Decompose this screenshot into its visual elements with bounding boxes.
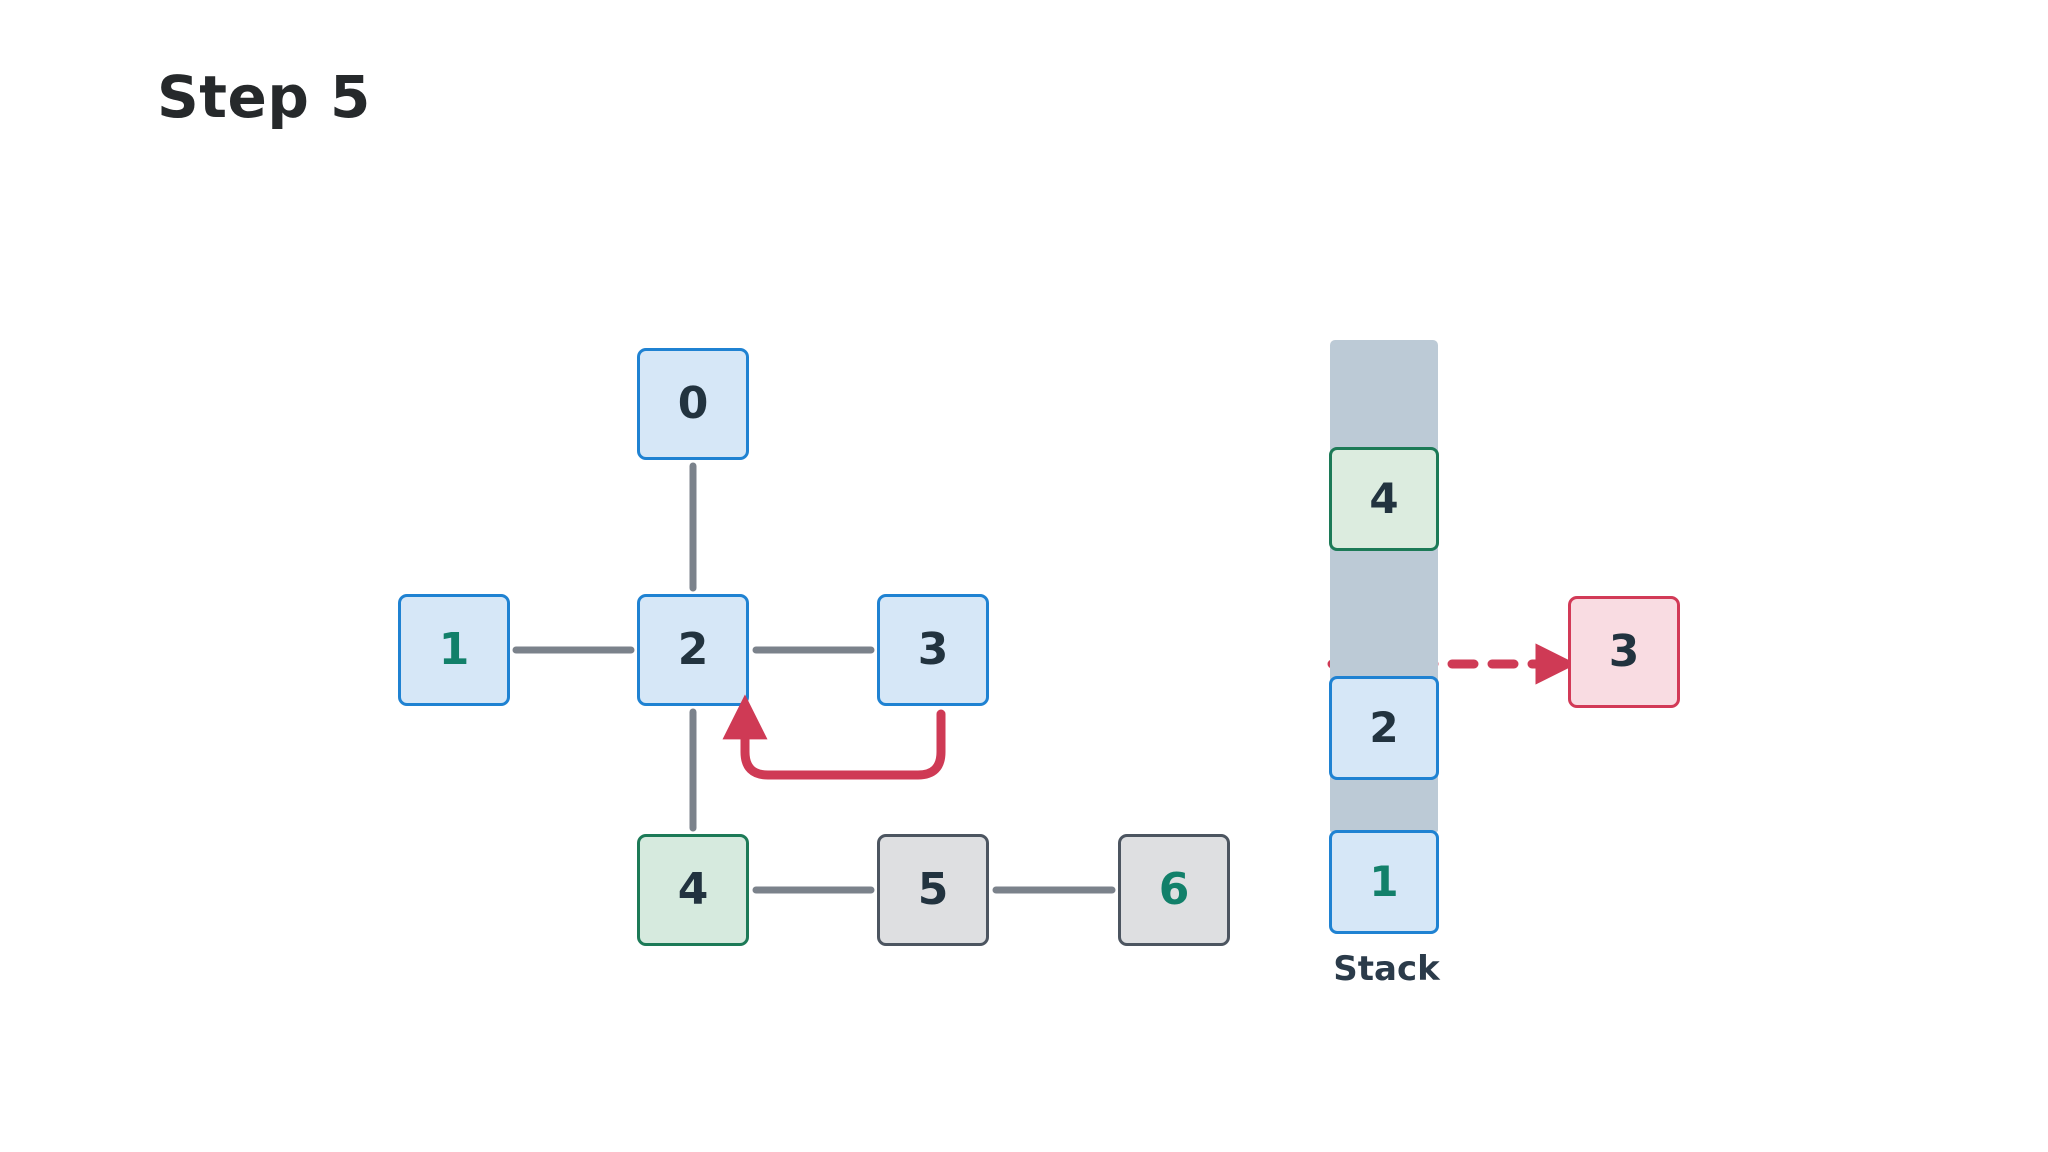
popped-node-3-label: 3 [1608,626,1640,677]
graph-node-1-label: 1 [438,624,470,675]
graph-node-5-label: 5 [917,864,949,915]
graph-node-4-label: 4 [677,864,709,915]
graph-node-6-label: 6 [1158,864,1190,915]
backtrack-arrow-3-to-2 [722,694,946,780]
graph-node-5[interactable]: 5 [877,834,989,946]
graph-node-0-label: 0 [677,378,709,429]
stack-item-1[interactable]: 1 [1329,830,1439,934]
graph-node-3[interactable]: 3 [877,594,989,706]
graph-node-6[interactable]: 6 [1118,834,1230,946]
graph-node-4[interactable]: 4 [637,834,749,946]
popped-node-3[interactable]: 3 [1568,596,1680,708]
stack-label: Stack [1333,949,1440,989]
stack-item-1-label: 1 [1369,857,1399,906]
stack-item-4[interactable]: 4 [1329,447,1439,551]
graph-node-3-label: 3 [917,624,949,675]
page-title: Step 5 [157,63,371,131]
stack-item-2[interactable]: 2 [1329,676,1439,780]
graph-node-0[interactable]: 0 [637,348,749,460]
graph-node-2[interactable]: 2 [637,594,749,706]
graph-node-1[interactable]: 1 [398,594,510,706]
graph-node-2-label: 2 [677,624,709,675]
stack-item-2-label: 2 [1369,703,1399,752]
stack-item-4-label: 4 [1369,474,1399,523]
